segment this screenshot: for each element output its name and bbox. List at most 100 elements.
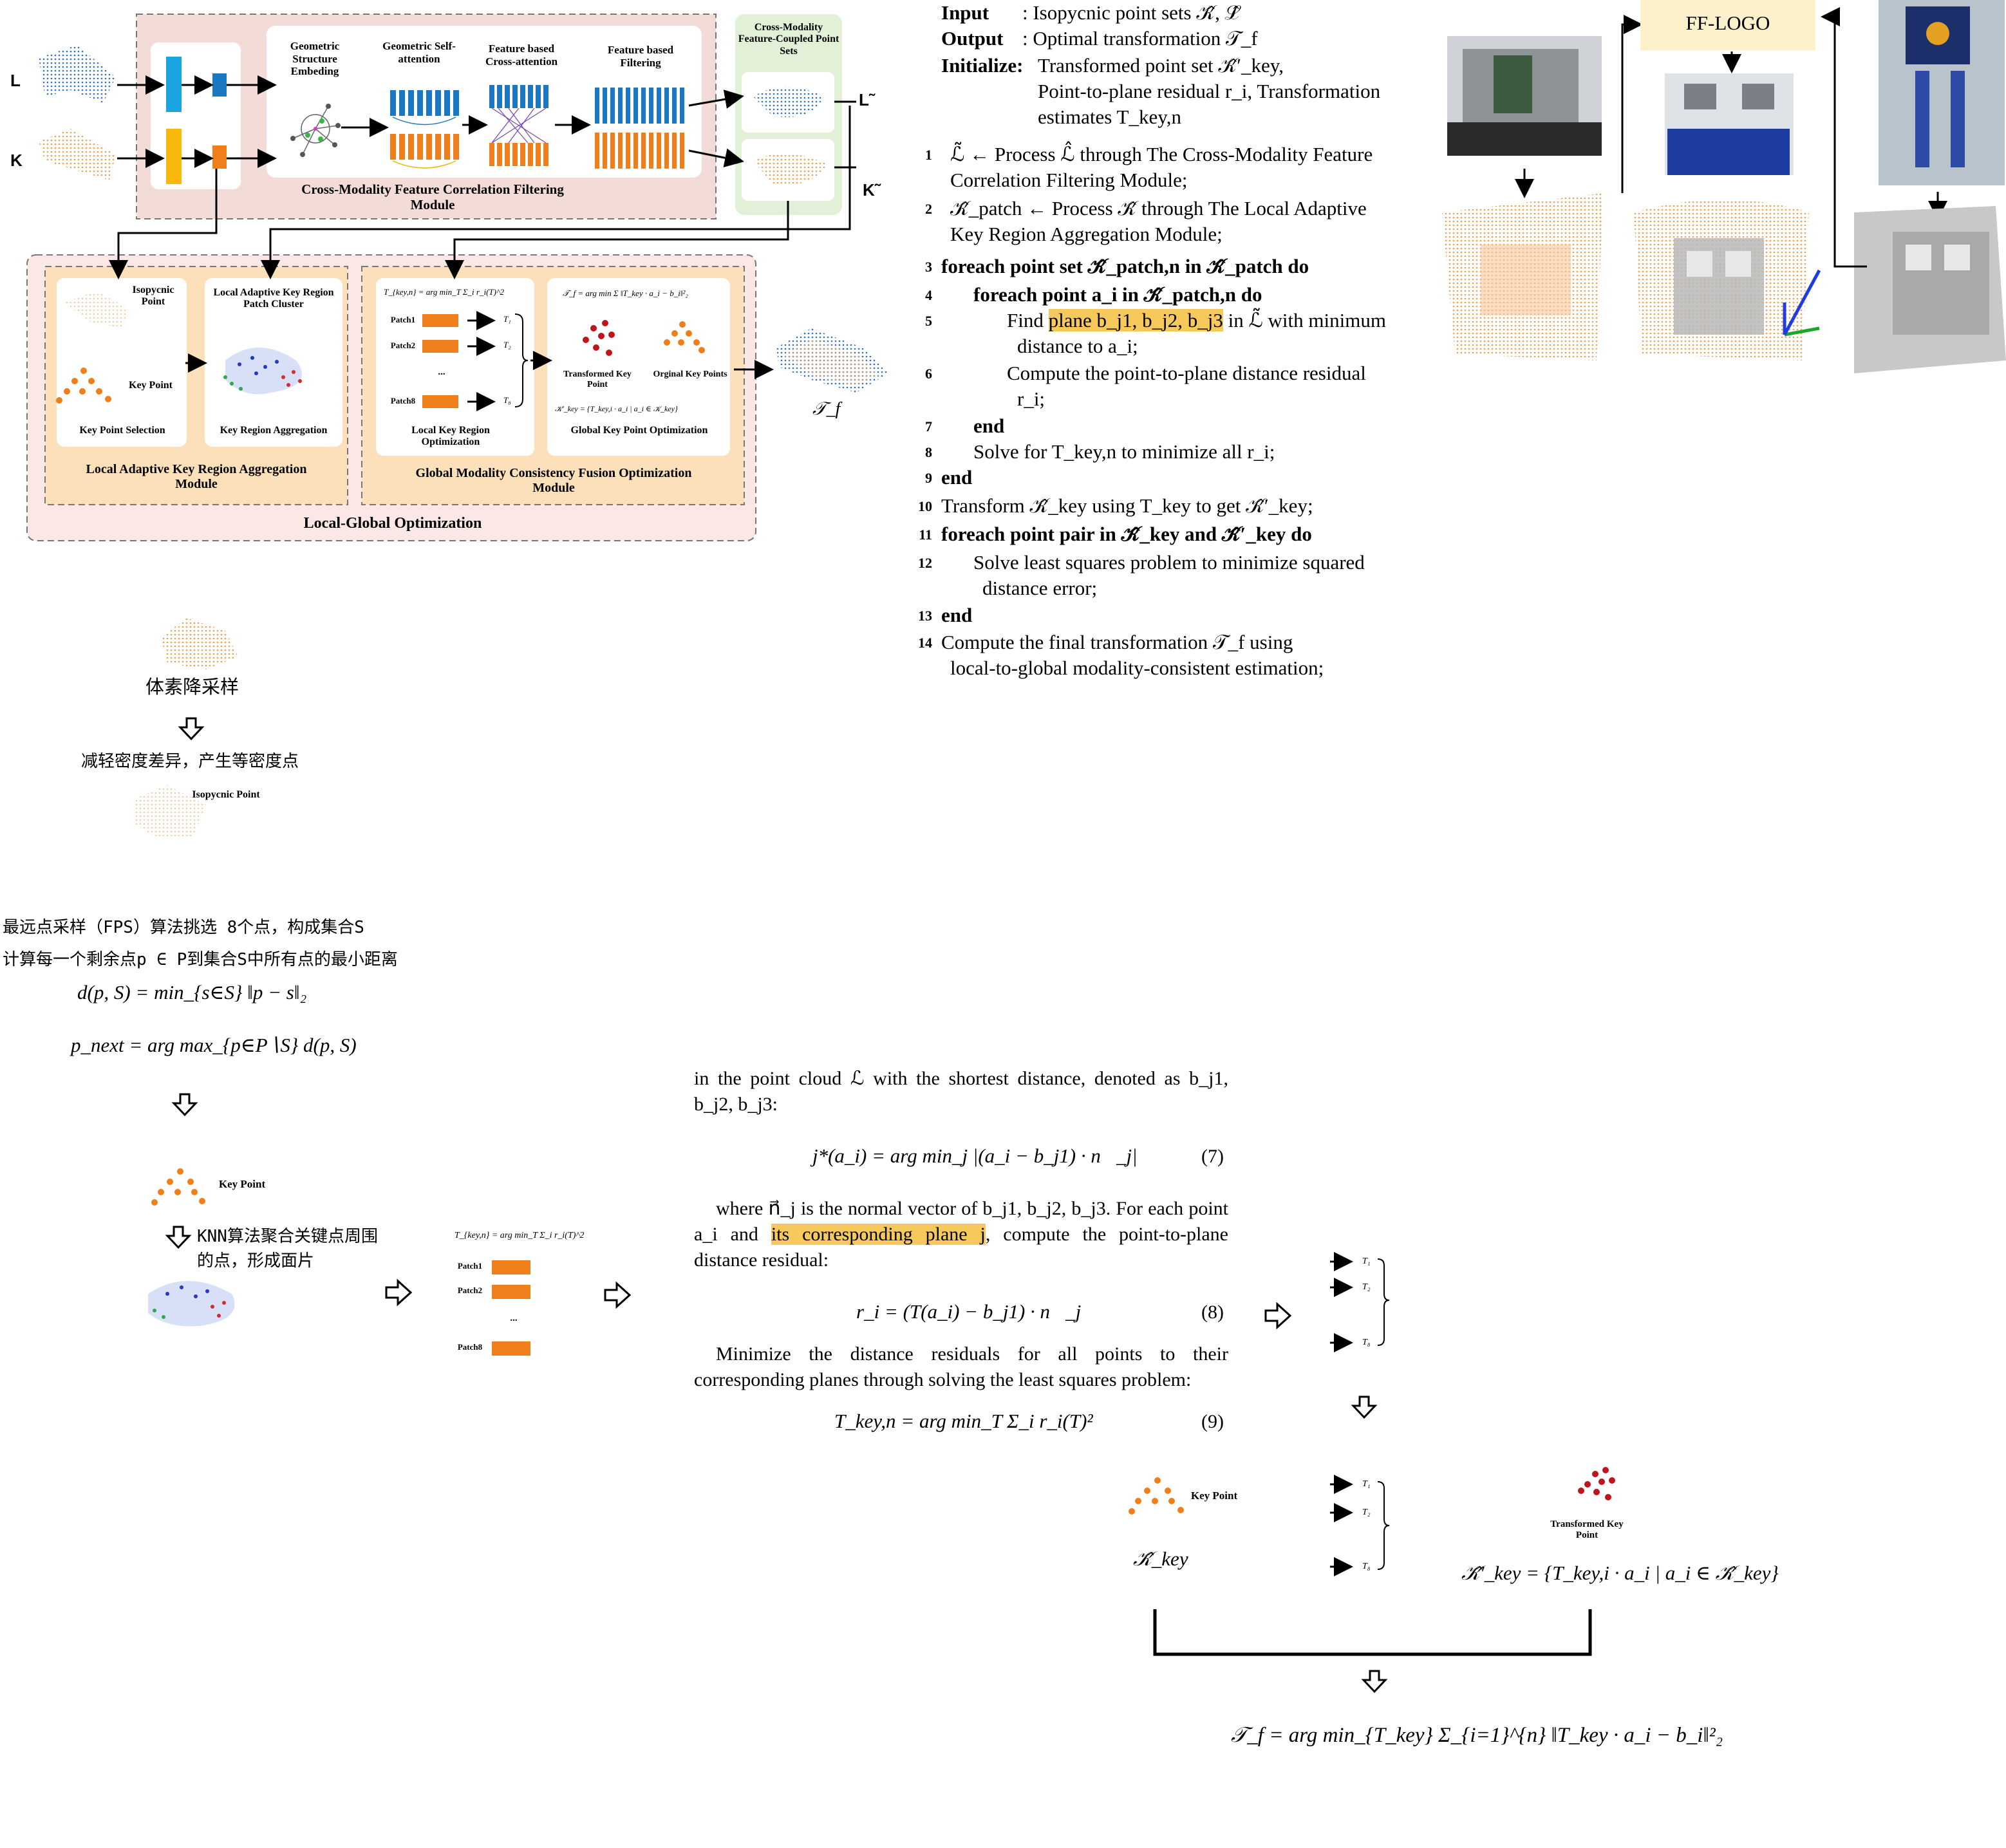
encoder-bar-K <box>166 129 182 184</box>
algo-init-1: Transformed point set 𝒦̂′_key, <box>1038 54 1284 77</box>
self-attention-label: Geometric Self-attention <box>382 40 456 65</box>
dist-equation: d(p, S) = min_{s∈S} ‖p − s‖₂ <box>77 981 307 1003</box>
highlight-plane: plane b_j1, b_j2, b_j3 <box>1048 309 1223 331</box>
patch-ellipsis-b: ... <box>510 1313 518 1323</box>
algo-line-text: end <box>941 466 973 489</box>
t8-label-c: T₈ <box>1362 1562 1371 1571</box>
patch-label-1b: Patch1 <box>457 1261 483 1271</box>
algo-line-text: Solve least squares problem to minimize … <box>973 551 1365 574</box>
key-set-eq: 𝒦′_key = {T_key,i · a_i | a_i ∈ 𝒦_key} <box>555 404 678 413</box>
paper-para-2b: , compute the point-to-plane distance re… <box>694 1224 1228 1271</box>
algo-line-text: end <box>941 604 973 626</box>
original-key-points-label: Orginal Key Points <box>653 369 727 379</box>
highlight-corresponding-plane: its corresponding plane j <box>771 1224 986 1245</box>
algo-output-label: Output <box>941 27 1004 50</box>
algo-line-number: 3 <box>925 259 932 275</box>
algo-line-number: 1 <box>925 147 932 163</box>
algo-line-text: Solve for T_key,n to minimize all r_i; <box>973 440 1275 463</box>
final-equation: 𝒯_f = arg min_{T_key} Σ_{i=1}^{n} ‖T_key… <box>1231 1724 1723 1747</box>
algo-line-text: foreach point pair in 𝒦̂_key and 𝒦̂′_key… <box>941 523 1312 545</box>
algo-line-number: 8 <box>925 444 932 460</box>
patch-label-2: Patch2 <box>390 341 416 350</box>
isopycnic-label-2: Isopycnic Point <box>192 789 260 800</box>
t2-label-c: T₂ <box>1362 1507 1371 1517</box>
algo-line-number: 4 <box>925 287 932 303</box>
t2-label: T₂ <box>503 340 511 350</box>
isopycnic-point-label: Isopycnic Point <box>132 285 174 308</box>
fps-text: 最远点采样（FPS）算法挑选 8个点，构成集合S <box>3 918 364 937</box>
knn-text: KNN算法聚合关键点周围的点，形成面片 <box>197 1227 378 1271</box>
algo-line-text: distance error; <box>982 577 1098 599</box>
paper-para-1: in the point cloud ℒ with the shortest d… <box>694 1068 1228 1115</box>
input-L-label: L <box>10 71 21 90</box>
local-adaptive-module-title: Local Adaptive Key Region Aggregation Mo… <box>86 462 307 491</box>
density-text: 减轻密度差异，产生等密度点 <box>81 752 299 771</box>
lidar-cloud-L <box>39 45 116 103</box>
equation-7-number: (7) <box>1201 1146 1224 1167</box>
patch-label-8: Patch8 <box>390 396 416 406</box>
paper-para-2a: where n⃗_j is the normal vector of b_j1,… <box>694 1198 1228 1245</box>
algo-line-number: 7 <box>925 418 932 434</box>
encoder-bar-L <box>166 57 182 112</box>
min-dist-text: 计算每一个剩余点p ∈ P到集合S中所有点的最小距离 <box>3 950 398 969</box>
algo-line-text: Compute the point-to-plane distance resi… <box>1007 362 1366 384</box>
algo-line-number: 11 <box>919 527 932 543</box>
key-point-selection-label: Key Point Selection <box>79 425 165 436</box>
final-T-label: 𝒯_f <box>812 399 841 419</box>
paper-para-3: Minimize the distance residuals for all … <box>694 1343 1228 1390</box>
t8-label: T₈ <box>503 395 511 405</box>
geometric-embedding-label: Geometric Structure Embeding <box>290 40 340 78</box>
cloud-K <box>39 129 116 180</box>
algo-line-text: Find plane b_j1, b_j2, b_j3 in ℒ̃ with m… <box>1007 309 1386 331</box>
global-eq: 𝒯_f = arg min Σ ‖T_key · a_i − b_i‖²₂ <box>563 288 688 298</box>
k-key-label: 𝒦̂_key <box>1133 1547 1188 1570</box>
equation-8: r_i = (T(a_i) − b_j1) · n⃗_j <box>856 1300 1082 1323</box>
algo-line-text: local-to-global modality-consistent esti… <box>950 657 1324 679</box>
algo-input-label: Input <box>941 1 989 24</box>
cross-attention-label: Feature based Cross-attention <box>485 42 558 68</box>
algo-line-number: 6 <box>925 366 932 382</box>
algo-output-text: : Optimal transformation 𝒯_f <box>1022 27 1258 50</box>
ff-logo-label: FF-LOGO <box>1685 12 1770 34</box>
transformed-key-point-label-2: Transformed Key Point <box>1550 1519 1624 1541</box>
equation-9: T_key,n = arg min_T Σ_i r_i(T)² <box>834 1410 1093 1432</box>
patch-label-2b: Patch2 <box>457 1285 483 1295</box>
t2-label-b: T₂ <box>1362 1282 1371 1292</box>
patch-eq-2: T_{key,n} = arg min_T Σ_i r_i(T)^2 <box>455 1231 585 1240</box>
key-point-label-2: Key Point <box>218 1178 266 1190</box>
t8-label-b: T₈ <box>1362 1338 1371 1347</box>
algo-line-text: Key Region Aggregation Module; <box>950 223 1223 245</box>
algo-line-number: 14 <box>918 635 932 651</box>
paper-para-2: where n⃗_j is the normal vector of b_j1,… <box>694 1196 1228 1273</box>
global-opt-label: Global Key Point Optimization <box>570 425 708 436</box>
t1-label-c: T₁ <box>1362 1479 1371 1489</box>
algo-line-number: 10 <box>918 498 932 514</box>
equation-7: j*(a_i) = arg min_j |(a_i − b_j1) · n⃗_j… <box>812 1144 1138 1167</box>
algo-line-number: 2 <box>925 201 932 217</box>
patch-label-1: Patch1 <box>390 315 416 324</box>
algo-init-2: Point-to-plane residual r_i, Transformat… <box>1038 80 1381 102</box>
algo-line-text: ℒ̃ ← Process ℒ̂ through The Cross-Modali… <box>950 143 1373 165</box>
equation-8-number: (8) <box>1201 1302 1224 1323</box>
global-module-title: Global Modality Consistency Fusion Optim… <box>415 466 692 495</box>
algo-line-text: foreach point set 𝒦̂_patch,n in 𝒦̂_patch… <box>941 255 1309 277</box>
patch-ellipsis: ... <box>438 367 445 377</box>
filtering-label: Feature based Filtering <box>607 44 674 69</box>
algo-init-3: estimates T_key,n <box>1038 106 1181 128</box>
algo-line-text: foreach point a_i in 𝒦̂_patch,n do <box>973 283 1262 306</box>
patch-cluster-label: Local Adaptive Key Region Patch Cluster <box>213 287 334 310</box>
local-global-title: Local-Global Optimization <box>303 515 482 532</box>
t1-label: T₁ <box>503 314 511 324</box>
algo-line-text: r_i; <box>1017 387 1045 410</box>
local-opt-label: Local Key Region Optimization <box>411 425 490 448</box>
output-L-label: L˜ <box>859 90 875 109</box>
voxel-downsample-text: 体素降采样 <box>145 676 239 698</box>
t1-label-b: T₁ <box>1362 1256 1371 1266</box>
transformed-key-point-label: Transformed Key Point <box>563 369 632 390</box>
algo-line-text: Transform 𝒦̂_key using T_key to get 𝒦̂′_… <box>941 494 1313 517</box>
pnext-equation: p_next = arg max_{p∈P∖S} d(p, S) <box>71 1034 357 1056</box>
algo-line-text: Correlation Filtering Module; <box>950 169 1188 191</box>
algo-line-number: 12 <box>918 555 932 571</box>
algo-line-number: 9 <box>925 470 932 486</box>
patch-label-8b: Patch8 <box>457 1342 483 1352</box>
